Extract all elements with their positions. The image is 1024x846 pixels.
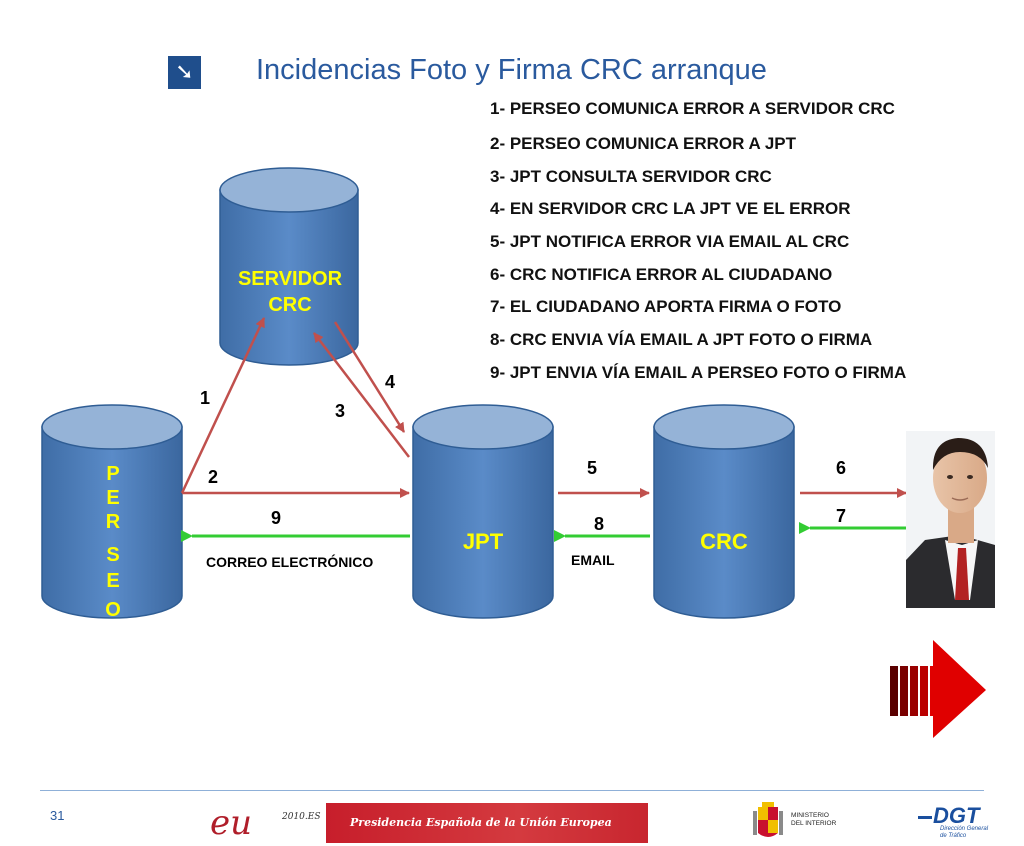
dgt-sub-line1: Dirección General [940, 826, 989, 832]
arrow-label-4: 4 [385, 372, 395, 392]
arrow-down-right-icon: ➘ [168, 56, 201, 89]
servidor-label-line1: SERVIDOR [238, 268, 343, 290]
email-label: EMAIL [571, 552, 615, 568]
next-slide-arrow-icon[interactable] [890, 640, 986, 738]
slide-title: Incidencias Foto y Firma CRC arranque [256, 54, 767, 86]
arrow-label-6: 6 [836, 458, 846, 478]
jpt-label: JPT [463, 529, 504, 554]
crc-label: CRC [700, 529, 748, 554]
perseo-letter-o: O [105, 599, 121, 621]
citizen-photo [906, 431, 995, 608]
ministerio-text: MINISTERIO DEL INTERIOR [791, 812, 836, 828]
jpt-cylinder: JPT [412, 404, 554, 619]
servidor-crc-cylinder: SERVIDOR CRC [219, 167, 359, 366]
arrow-label-3: 3 [335, 401, 345, 421]
ministerio-line2: DEL INTERIOR [791, 820, 837, 827]
step-5: 5- JPT NOTIFICA ERROR VIA EMAIL AL CRC [490, 232, 850, 252]
arrow-label-2: 2 [208, 467, 218, 487]
perseo-letter-e2: E [106, 570, 119, 592]
arrow-label-1: 1 [200, 388, 210, 408]
arrow-label-5: 5 [587, 458, 597, 478]
arrow-label-9: 9 [271, 508, 281, 528]
ministerio-shield-icon [753, 802, 783, 837]
arrow-label-8: 8 [594, 514, 604, 534]
presidencia-banner: Presidencia Española de la Unión Europea [326, 803, 648, 843]
step-6: 6- CRC NOTIFICA ERROR AL CIUDADANO [490, 264, 833, 284]
dgt-logo: DGT [918, 803, 979, 829]
page-number: 31 [50, 808, 65, 823]
step-3: 3- JPT CONSULTA SERVIDOR CRC [490, 166, 772, 186]
step-9: 9- JPT ENVIA VÍA EMAIL A PERSEO FOTO O F… [490, 362, 907, 382]
correo-electronico-label: CORREO ELECTRÓNICO [206, 553, 373, 570]
step-1: 1- PERSEO COMUNICA ERROR A SERVIDOR CRC [490, 99, 895, 118]
crc-cylinder: CRC [653, 404, 795, 619]
servidor-label-line2: CRC [268, 294, 311, 316]
arrow-4 [333, 321, 406, 433]
perseo-letter-e1: E [106, 487, 119, 509]
eu-site: 2010.ES [282, 812, 321, 822]
perseo-letter-p: P [106, 463, 119, 485]
eu-logo: eu [210, 803, 253, 843]
steps-list: 1- PERSEO COMUNICA ERROR A SERVIDOR CRC … [490, 99, 906, 396]
perseo-cylinder: P E R S E O [41, 404, 183, 621]
dgt-sub-line2: de Tráfico [940, 833, 967, 839]
step-8: 8- CRC ENVIA VÍA EMAIL A JPT FOTO O FIRM… [490, 330, 873, 350]
perseo-letter-s: S [106, 544, 119, 566]
ministerio-line1: MINISTERIO [791, 812, 829, 819]
footer-divider [40, 790, 984, 791]
arrow-1 [180, 317, 266, 494]
perseo-letter-r: R [106, 511, 121, 533]
step-7: 7- EL CIUDADANO APORTA FIRMA O FOTO [490, 297, 842, 317]
dgt-text: DGT [933, 803, 980, 828]
dgt-subtitle: Dirección General de Tráfico [940, 826, 988, 840]
step-2: 2- PERSEO COMUNICA ERROR A JPT [490, 134, 797, 153]
arrow-3 [313, 332, 410, 458]
step-4: 4- EN SERVIDOR CRC LA JPT VE EL ERROR [490, 199, 851, 219]
arrow-label-7: 7 [836, 506, 846, 526]
